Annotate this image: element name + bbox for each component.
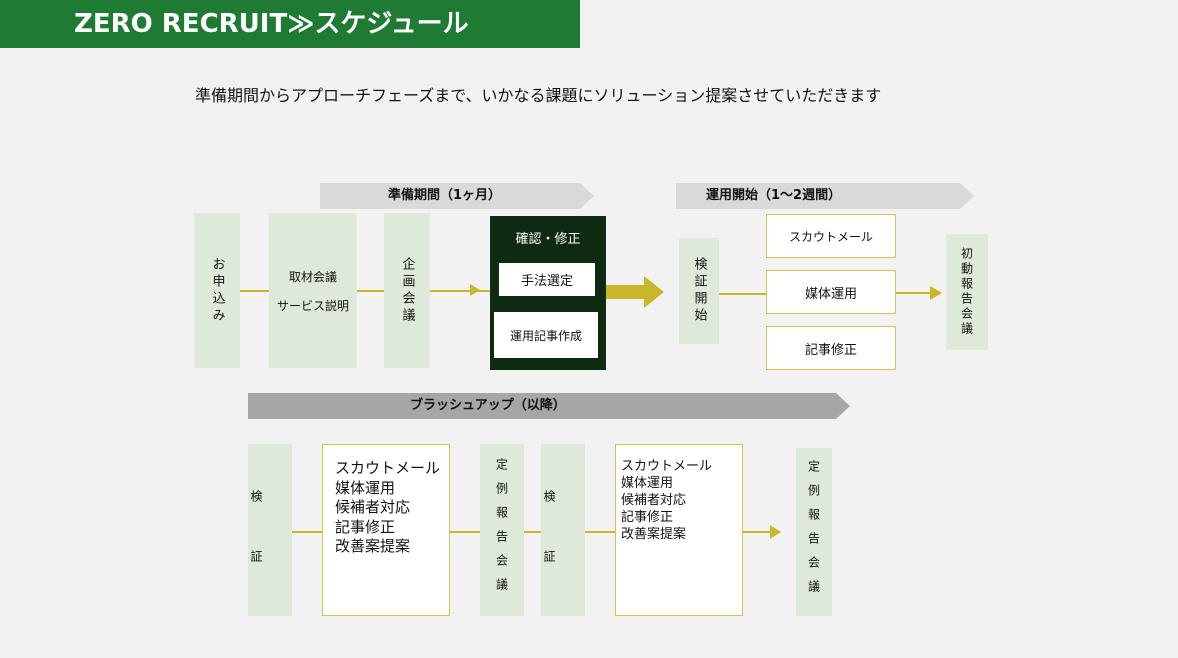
step-verify-start: 検証開始 (679, 238, 719, 344)
list-box-1: スカウトメール 媒体運用 候補者対応 記事修正 改善案提案 (322, 444, 450, 616)
big-arrow-head (644, 276, 664, 308)
page-subtitle: 準備期間からアプローチフェーズまで、いかなる課題にソリューション提案させていただ… (195, 86, 882, 105)
connector-line (240, 290, 500, 292)
box-edit: 記事修正 (766, 326, 896, 370)
step-plan: 企画会議 (384, 213, 430, 368)
list-item: 候補者対応 (335, 498, 411, 516)
confirm-title: 確認・修正 (515, 232, 581, 247)
box-method: 手法選定 (499, 263, 595, 296)
step-interview-line1: 取材会議 (288, 269, 337, 284)
step-verify-2-label: 検証 (542, 490, 556, 610)
phase-brush-banner: ブラッシュアップ（以降） (248, 393, 850, 419)
arrow-head (770, 525, 781, 539)
phase-ops-banner: 運用開始（1〜2週間） (676, 183, 974, 209)
list-item: 媒体運用 (621, 475, 674, 491)
box-scout: スカウトメール (766, 214, 896, 258)
step-interview: 取材会議 サービス説明 (269, 213, 357, 368)
box-writing: 運用記事作成 (494, 312, 598, 358)
page-title: ZERO RECRUIT≫スケジュール (0, 0, 580, 48)
step-regular-report-1: 定例報告会議 (480, 444, 524, 616)
phase-prep-banner: 準備期間（1ヶ月） (320, 183, 594, 209)
list-item: スカウトメール (335, 459, 441, 477)
list-item: 候補者対応 (621, 492, 687, 508)
arrow-head (470, 284, 480, 296)
arrow-head (930, 286, 942, 300)
big-arrow-shaft (606, 285, 646, 299)
step-verify-2: 検証 (541, 444, 585, 616)
list-item: 改善案提案 (621, 526, 687, 542)
step-first-report: 初動報告会議 (946, 234, 988, 350)
connector-line (719, 293, 766, 295)
connector-line (896, 292, 932, 294)
confirm-panel: 確認・修正 手法選定 運用記事作成 (490, 216, 606, 370)
list-box-2: スカウトメール 媒体運用 候補者対応 記事修正 改善案提案 (615, 444, 743, 616)
box-media: 媒体運用 (766, 270, 896, 314)
step-verify-1: 検証 (248, 444, 292, 616)
list-item: 媒体運用 (335, 478, 396, 497)
list-item: 改善案提案 (335, 537, 411, 555)
connector-line (292, 531, 772, 533)
list-item: スカウトメール (621, 459, 713, 474)
step-apply: お申込み (194, 213, 240, 368)
step-regular-report-2: 定例報告会議 (796, 448, 832, 616)
step-interview-line2: サービス説明 (276, 298, 349, 313)
step-verify-1-label: 検証 (249, 490, 263, 610)
list-item: 記事修正 (335, 517, 396, 536)
list-item: 記事修正 (621, 509, 674, 525)
